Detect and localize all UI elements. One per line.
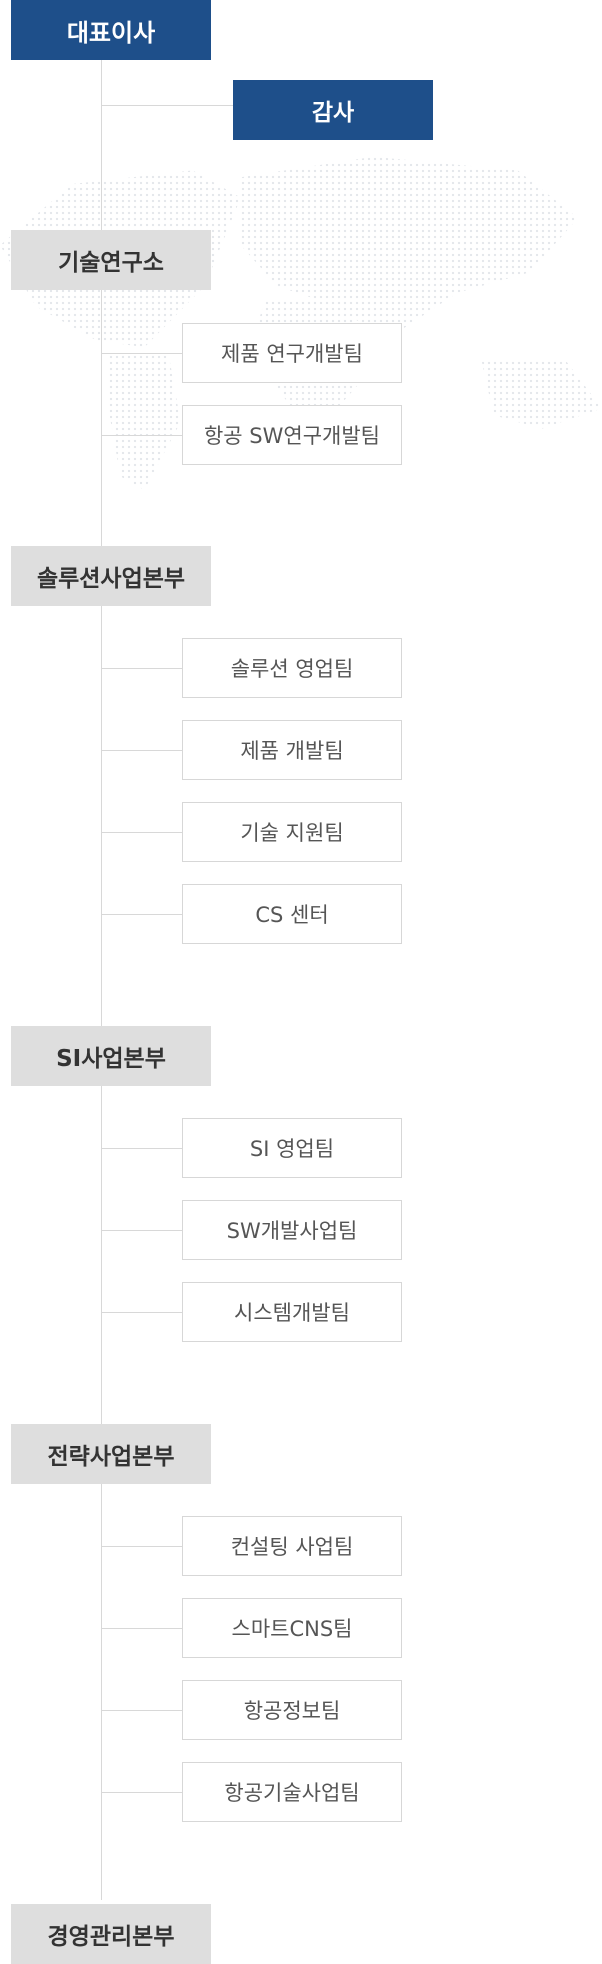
team-connector — [101, 914, 182, 915]
division-box: 기술연구소 — [11, 230, 211, 290]
team-box: 항공 SW연구개발팀 — [182, 405, 402, 465]
team-box: 제품 연구개발팀 — [182, 323, 402, 383]
division-box: SI사업본부 — [11, 1026, 211, 1086]
audit-connector — [101, 105, 233, 106]
team-connector — [101, 668, 182, 669]
ceo-box: 대표이사 — [11, 0, 211, 60]
team-connector — [101, 1312, 182, 1313]
team-connector — [101, 1628, 182, 1629]
team-box: CS 센터 — [182, 884, 402, 944]
team-connector — [101, 1792, 182, 1793]
team-box: SI 영업팀 — [182, 1118, 402, 1178]
team-connector — [101, 750, 182, 751]
team-box: 기술 지원팀 — [182, 802, 402, 862]
team-box: 항공정보팀 — [182, 1680, 402, 1740]
team-box: 솔루션 영업팀 — [182, 638, 402, 698]
team-connector — [101, 435, 182, 436]
team-connector — [101, 1710, 182, 1711]
team-box: 컨설팅 사업팀 — [182, 1516, 402, 1576]
team-connector — [101, 1148, 182, 1149]
team-box: 시스템개발팀 — [182, 1282, 402, 1342]
division-box: 전략사업본부 — [11, 1424, 211, 1484]
audit-box: 감사 — [233, 80, 433, 140]
division-box: 경영관리본부 — [11, 1904, 211, 1964]
team-connector — [101, 353, 182, 354]
team-connector — [101, 832, 182, 833]
team-box: 항공기술사업팀 — [182, 1762, 402, 1822]
division-box: 솔루션사업본부 — [11, 546, 211, 606]
team-connector — [101, 1230, 182, 1231]
team-box: 제품 개발팀 — [182, 720, 402, 780]
team-connector — [101, 1546, 182, 1547]
team-box: 스마트CNS팀 — [182, 1598, 402, 1658]
org-trunk-line — [101, 60, 102, 1900]
team-box: SW개발사업팀 — [182, 1200, 402, 1260]
